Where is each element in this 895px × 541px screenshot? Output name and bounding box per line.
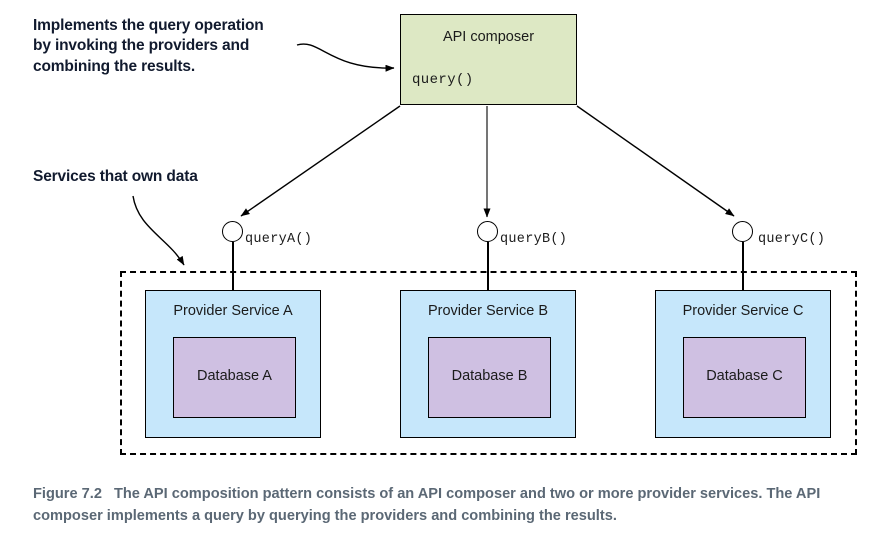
- api-composer-operation-label: query(): [412, 72, 474, 88]
- provider-service-b-box: Provider Service B Database B: [400, 290, 576, 438]
- database-a-box: Database A: [173, 337, 296, 418]
- services-group-boundary: [120, 271, 857, 455]
- database-c-label: Database C: [706, 368, 783, 384]
- callout-arrow-composer: [296, 43, 395, 72]
- interface-stem-a: [232, 242, 234, 290]
- callout-arrow-services: [132, 195, 185, 266]
- interface-label-query-a: queryA(): [245, 232, 313, 247]
- provider-service-b-title: Provider Service B: [427, 303, 549, 319]
- annotation-api-composer-note: Implements the query operation by invoki…: [33, 17, 264, 75]
- database-a-label: Database A: [197, 368, 272, 384]
- figure-caption-number: Figure 7.2: [33, 486, 102, 502]
- database-b-box: Database B: [428, 337, 551, 418]
- interface-circle-icon-b: [477, 221, 498, 242]
- figure-caption-text: The API composition pattern consists of …: [33, 486, 821, 525]
- api-composer-box: API composer query(): [400, 14, 577, 105]
- interface-label-query-b: queryB(): [500, 232, 568, 247]
- interface-stem-c: [742, 242, 744, 290]
- arrow-composer-to-query-a: [240, 105, 401, 217]
- provider-service-c-box: Provider Service C Database C: [655, 290, 831, 438]
- interface-label-query-c: queryC(): [758, 232, 826, 247]
- interface-circle-icon-a: [222, 221, 243, 242]
- interface-circle-icon-c: [732, 221, 753, 242]
- interface-stem-b: [487, 242, 489, 290]
- provider-service-a-box: Provider Service A Database A: [145, 290, 321, 438]
- annotation-services-own-data-note: Services that own data: [33, 168, 198, 185]
- database-b-label: Database B: [451, 368, 528, 384]
- database-c-box: Database C: [683, 337, 806, 418]
- arrow-composer-to-query-c: [576, 105, 735, 217]
- provider-service-c-title: Provider Service C: [682, 303, 804, 319]
- api-composer-title: API composer: [442, 29, 535, 45]
- provider-service-a-title: Provider Service A: [173, 303, 293, 319]
